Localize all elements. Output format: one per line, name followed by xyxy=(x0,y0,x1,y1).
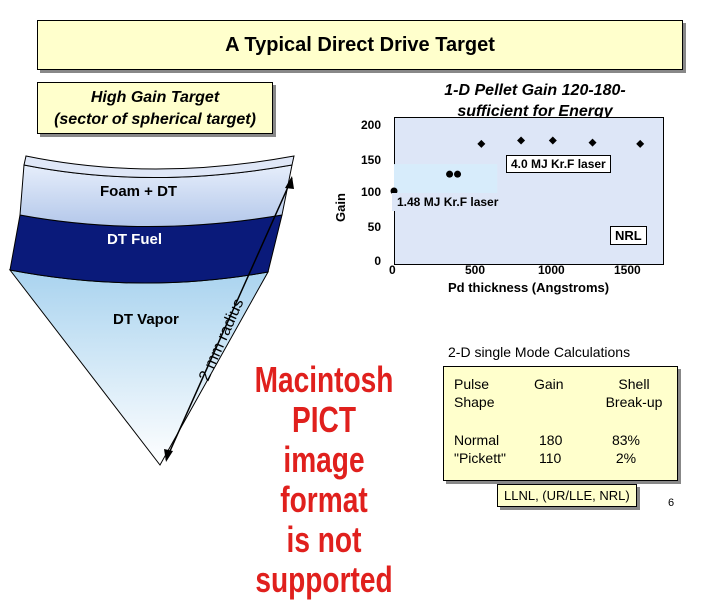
radius-arrow xyxy=(165,177,293,461)
outer-shell xyxy=(23,155,295,178)
gain-pickett: 110 xyxy=(539,450,562,466)
breakup-normal: 83% xyxy=(611,432,641,448)
header-breakup: Shell Break-up xyxy=(596,375,672,411)
calc-heading: 2-D single Mode Calculations xyxy=(448,344,631,360)
breakup-values: 83% 2% xyxy=(596,431,656,467)
plot-title: 1-D Pellet Gain 120-180- sufficient for … xyxy=(405,80,665,122)
foam-dt-label: Foam + DT xyxy=(100,183,178,200)
y-tick-label: 150 xyxy=(360,153,381,167)
placeholder-line1: Macintosh PICT xyxy=(254,359,394,440)
x-tick-label: 1500 xyxy=(614,263,641,277)
row-normal: Normal xyxy=(454,432,500,448)
y-tick-label: 0 xyxy=(374,254,381,268)
breakup-pickett: 2% xyxy=(615,450,637,466)
y-tick-label: 100 xyxy=(360,185,381,199)
dt-vapor-label: DT Vapor xyxy=(113,311,179,328)
callout-4mj: 4.0 MJ Kr.F laser xyxy=(506,155,611,173)
data-point xyxy=(517,136,526,145)
radius-arrow-head-bottom xyxy=(164,449,173,462)
header-breakup-word: Break-up xyxy=(605,394,663,410)
placeholder-line2: image format xyxy=(280,439,368,520)
header-pulse: Pulse xyxy=(454,376,490,392)
calc-table: Pulse Shape Gain Shell Break-up Normal "… xyxy=(443,366,678,481)
callout-nrl: NRL xyxy=(610,226,647,245)
radius-arrow-head-top xyxy=(285,176,294,189)
data-point xyxy=(548,136,557,145)
header-shell: Shell xyxy=(618,376,650,392)
unsupported-image-placeholder: Macintosh PICT image format is not suppo… xyxy=(238,360,410,600)
gain-normal: 180 xyxy=(539,432,563,448)
target-subheading: (sector of spherical target) xyxy=(54,111,256,128)
target-heading: High Gain Target xyxy=(90,89,220,106)
credit-box: LLNL, (UR/LLE, NRL) xyxy=(497,484,637,507)
header-shape: Shape xyxy=(454,394,495,410)
placeholder-line3: is not supported xyxy=(255,519,393,600)
header-gain: Gain xyxy=(534,376,564,392)
y-tick-label: 200 xyxy=(360,118,381,132)
data-point xyxy=(446,170,454,178)
callout-1-48mj: 1.48 MJ Kr.F laser xyxy=(392,193,504,211)
pulse-shapes: Normal "Pickett" xyxy=(454,431,506,467)
plot-title-line1: 1-D Pellet Gain 120-180- xyxy=(444,82,626,99)
data-point xyxy=(454,170,462,178)
row-pickett: "Pickett" xyxy=(454,450,506,466)
x-axis-label: Pd thickness (Angstroms) xyxy=(448,280,610,295)
dt-fuel-label: DT Fuel xyxy=(107,231,162,248)
data-point xyxy=(636,139,645,148)
page-number: 6 xyxy=(668,497,675,509)
dt-vapor-region xyxy=(8,269,269,466)
y-axis-label: Gain xyxy=(333,193,348,222)
x-tick-label: 500 xyxy=(465,263,486,277)
gain-values: 180 110 xyxy=(539,431,562,467)
data-point xyxy=(477,139,486,148)
slide-title-box: A Typical Direct Drive Target xyxy=(37,20,683,70)
target-sector-diagram: 2 mm radius xyxy=(8,155,295,466)
slide-title: A Typical Direct Drive Target xyxy=(225,33,495,56)
target-heading-box: High Gain Target (sector of spherical ta… xyxy=(37,82,273,134)
x-tick-label: 0 xyxy=(389,263,396,277)
header-pulse-shape: Pulse Shape xyxy=(454,375,494,411)
plot-title-line2: sufficient for Energy xyxy=(457,103,613,120)
data-point xyxy=(390,187,398,195)
data-point xyxy=(588,138,597,147)
x-tick-label: 1000 xyxy=(538,263,565,277)
y-tick-label: 50 xyxy=(367,220,381,234)
